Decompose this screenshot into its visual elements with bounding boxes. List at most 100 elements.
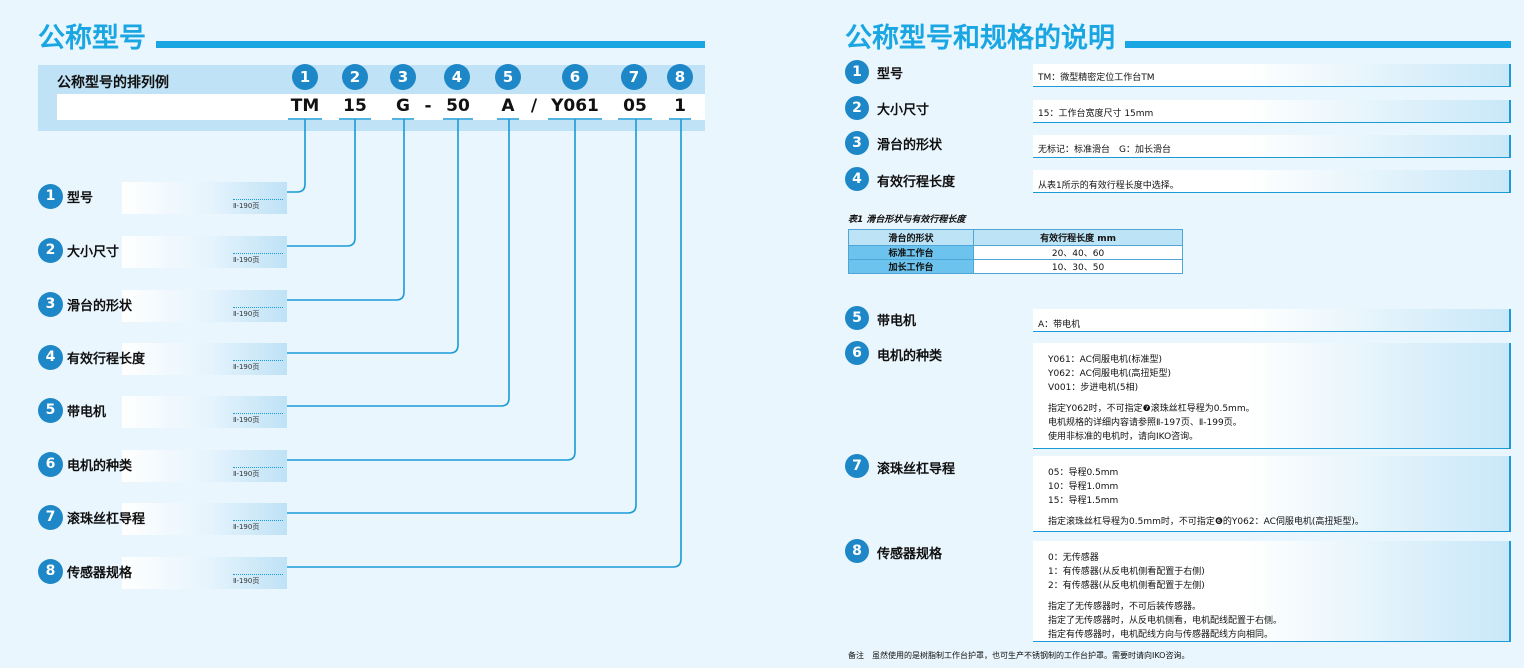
item-label-lead: 滚珠丝杠导程 [877, 462, 956, 477]
item-text: 2：有传感器(从反电机侧看配置于左侧) [1048, 581, 1205, 591]
row-bg-4 [122, 343, 287, 375]
item-text: 指定了无传感器时，从反电机侧看，电机配线配置于右侧。 [1048, 616, 1283, 626]
table-row: 加长工作台 10、30、50 [847, 259, 1183, 274]
row-label: 传感器规格 [67, 565, 133, 581]
stroke-table: 滑台的形状 有效行程长度 mm 标准工作台 20、40、60 加长工作台 10、… [847, 229, 1183, 274]
designation-example-title: 公称型号的排列例 [57, 75, 169, 91]
item-number-5: 5 [845, 306, 869, 330]
left-row-model: 1 型号 [38, 181, 93, 211]
code-dash: - [424, 96, 432, 116]
row-bg-3 [122, 290, 287, 322]
item-box-motor [1033, 309, 1511, 332]
page-ref-2[interactable]: Ⅱ-190页 [233, 253, 283, 265]
number-circle-3: 3 [38, 291, 63, 317]
item-box-slide-shape [1033, 135, 1511, 158]
item-number-4: 4 [845, 167, 869, 191]
item-text: 15：导程1.5mm [1048, 496, 1119, 506]
item-label-motor-type: 电机的种类 [877, 349, 943, 364]
item-text: 15：工作台宽度尺寸 15mm [1038, 109, 1154, 119]
item-text: 从表1所示的有效行程长度中选择。 [1038, 181, 1179, 191]
item-box-motor-type [1033, 343, 1511, 449]
header-number-3: 3 [390, 64, 416, 90]
row-label: 滑台的形状 [67, 298, 133, 314]
item-text: 1：有传感器(从反电机侧看配置于右侧) [1048, 567, 1205, 577]
item-text: 05：导程0.5mm [1048, 468, 1119, 478]
number-circle-6: 6 [38, 451, 63, 477]
code-size: 15 [343, 96, 367, 116]
footnote: 备注 虽然使用的是树脂制工作台护罩，也可生产不锈钢制的工作台护罩。需要时请向IK… [848, 651, 1190, 660]
item-text: 电机规格的详细内容请参照Ⅱ-197页、Ⅱ-199页。 [1048, 418, 1242, 428]
table-title: 表1 滑台形状与有效行程长度 [848, 215, 966, 225]
page-ref-8[interactable]: Ⅱ-190页 [233, 574, 283, 586]
item-box-lead [1033, 456, 1511, 532]
item-text: Y061：AC伺服电机(标准型) [1048, 355, 1162, 365]
table-header: 滑台的形状 [847, 229, 975, 246]
item-text: TM：微型精密定位工作台TM [1038, 73, 1155, 83]
code-tm: TM [290, 96, 320, 116]
item-label-motor: 带电机 [877, 314, 917, 329]
item-text: 无标记：标准滑台 G：加长滑台 [1038, 145, 1171, 155]
title-underline [1125, 40, 1511, 48]
row-label: 型号 [67, 190, 94, 206]
code-slash: / [530, 96, 538, 116]
right-title-row: 公称型号和规格的说明 [845, 22, 1511, 56]
page-ref-4[interactable]: Ⅱ-190页 [233, 360, 283, 372]
item-box-model [1033, 64, 1511, 87]
item-number-2: 2 [845, 96, 869, 120]
code-lead: 05 [623, 96, 647, 116]
row-label: 大小尺寸 [67, 244, 120, 260]
page-ref-1[interactable]: Ⅱ-190页 [233, 199, 283, 211]
left-row-size: 2 大小尺寸 [38, 235, 119, 265]
row-bg-5 [122, 396, 287, 428]
page-ref-3[interactable]: Ⅱ-190页 [233, 307, 283, 319]
number-circle-8: 8 [38, 558, 63, 584]
code-slide: G [396, 96, 410, 116]
item-text: 0：无传感器 [1048, 553, 1099, 563]
table-cell: 10、30、50 [973, 259, 1183, 274]
left-row-lead: 7 滚珠丝杠导程 [38, 502, 145, 532]
code-sensor: 1 [674, 96, 686, 116]
left-row-motor: 5 带电机 [38, 395, 106, 425]
left-page-title: 公称型号 [38, 23, 146, 54]
header-number-4: 4 [444, 64, 470, 90]
left-title-row: 公称型号 [38, 22, 705, 56]
item-text: V001：步进电机(5相) [1048, 383, 1139, 393]
page-ref-7[interactable]: Ⅱ-190页 [233, 520, 283, 532]
table-cell: 加长工作台 [847, 259, 975, 274]
code-motor-type: Y061 [551, 96, 599, 116]
number-circle-4: 4 [38, 344, 63, 370]
row-bg-2 [122, 236, 287, 268]
item-number-3: 3 [845, 131, 869, 155]
item-number-8: 8 [845, 539, 869, 563]
row-label: 滚珠丝杠导程 [67, 511, 146, 527]
item-number-7: 7 [845, 454, 869, 478]
item-box-size [1033, 100, 1511, 123]
header-number-7: 7 [621, 64, 647, 90]
item-number-1: 1 [845, 60, 869, 84]
row-label: 有效行程长度 [67, 351, 146, 367]
number-circle-7: 7 [38, 504, 63, 530]
item-box-stroke [1033, 170, 1511, 193]
row-bg-6 [122, 450, 287, 482]
header-number-6: 6 [562, 64, 588, 90]
item-text: 使用非标准的电机时，请向IKO咨询。 [1048, 432, 1199, 442]
item-text: 指定有传感器时，电机配线方向与传感器配线方向相同。 [1048, 630, 1274, 640]
table-cell: 20、40、60 [973, 245, 1183, 260]
row-bg-1 [122, 182, 287, 214]
number-circle-1: 1 [38, 183, 63, 209]
left-row-sensor: 8 传感器规格 [38, 556, 132, 586]
designation-code-strip [57, 94, 705, 120]
header-number-2: 2 [342, 64, 368, 90]
item-text: 10：导程1.0mm [1048, 482, 1119, 492]
item-label-stroke: 有效行程长度 [877, 175, 956, 190]
header-number-1: 1 [292, 64, 318, 90]
row-label: 电机的种类 [67, 458, 133, 474]
item-text: Y062：AC伺服电机(高扭矩型) [1048, 369, 1171, 379]
page-ref-6[interactable]: Ⅱ-190页 [233, 467, 283, 479]
item-text: A：带电机 [1038, 320, 1081, 330]
item-text: 指定滚珠丝杠导程为0.5mm时，不可指定❻的Y062：AC伺服电机(高扭矩型)。 [1048, 517, 1364, 527]
page-ref-5[interactable]: Ⅱ-190页 [233, 413, 283, 425]
item-text: 指定了无传感器时，不可后装传感器。 [1048, 602, 1202, 612]
item-label-sensor: 传感器规格 [877, 547, 943, 562]
row-bg-7 [122, 503, 287, 535]
